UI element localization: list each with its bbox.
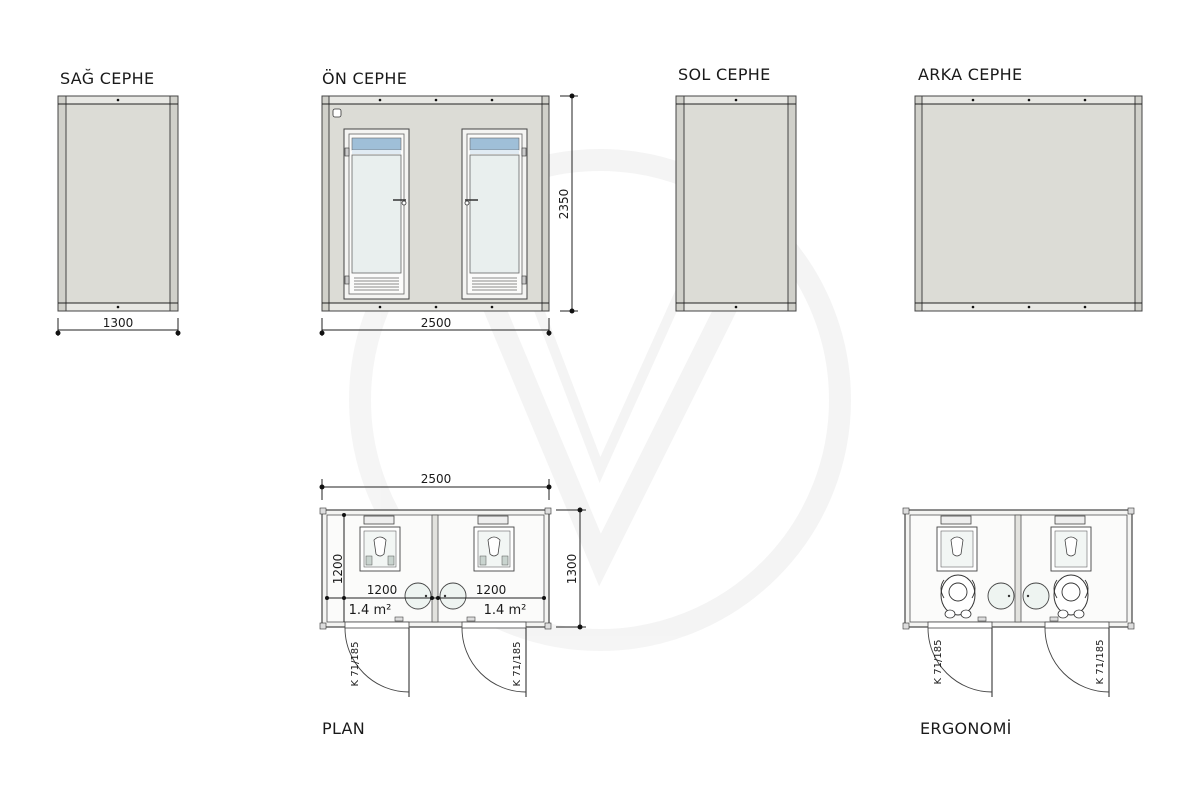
ergo-door-code-right: K 71/185 (1095, 640, 1106, 685)
door-code-left: K 71/185 (350, 642, 361, 687)
dim-label: 1300 (103, 316, 134, 330)
ergo-door-code-left: K 71/185 (933, 640, 944, 685)
squat-toilet-right (1050, 515, 1092, 572)
elevation-left (675, 95, 797, 312)
sink-right (439, 582, 467, 610)
dim-label: 2350 (557, 189, 571, 220)
title-plan: PLAN (322, 719, 365, 738)
area-right: 1.4 m² (484, 603, 527, 618)
title-arka-cephe: ARKA CEPHE (918, 65, 1022, 84)
front-door-right (461, 128, 528, 300)
dimension-plan-width: 2500 (319, 472, 552, 500)
title-sag-cephe: SAĞ CEPHE (60, 69, 154, 88)
dimension-plan-depth: 1300 (556, 507, 586, 630)
dim-cabin-depth: 1200 (331, 554, 345, 585)
squat-toilet-left (359, 515, 401, 572)
ergo-door-left (927, 616, 993, 697)
area-left: 1.4 m² (349, 603, 392, 618)
dimension-on-height: 2350 (557, 93, 578, 314)
sink-right (1022, 582, 1050, 610)
sink-left (987, 582, 1015, 610)
dim-label: 1300 (565, 554, 579, 585)
title-sol-cephe: SOL CEPHE (678, 65, 771, 84)
human-figure-left (940, 574, 976, 619)
sink-left (404, 582, 432, 610)
dim-cabin-width-right: 1200 (476, 583, 507, 597)
elevation-right (57, 95, 179, 312)
ergo-door-right (1044, 616, 1110, 697)
dim-cabin-width-left: 1200 (367, 583, 398, 597)
ergonomy-view (902, 507, 1135, 697)
human-figure-right (1053, 574, 1089, 619)
front-door-left (343, 128, 410, 300)
squat-toilet-right (473, 515, 515, 572)
plan-door-right (461, 616, 527, 697)
dimension-sag-width: 1300 (55, 316, 181, 336)
dim-label: 2500 (421, 316, 452, 330)
squat-toilet-left (936, 515, 978, 572)
plan-door-left (344, 616, 410, 697)
plan-view (319, 507, 552, 697)
dim-label: 2500 (421, 472, 452, 486)
title-ergonomi: ERGONOMİ (920, 719, 1012, 738)
dimension-on-width: 2500 (319, 316, 552, 336)
title-on-cephe: ÖN CEPHE (322, 69, 407, 88)
door-code-right: K 71/185 (512, 642, 523, 687)
elevation-back (914, 95, 1143, 312)
